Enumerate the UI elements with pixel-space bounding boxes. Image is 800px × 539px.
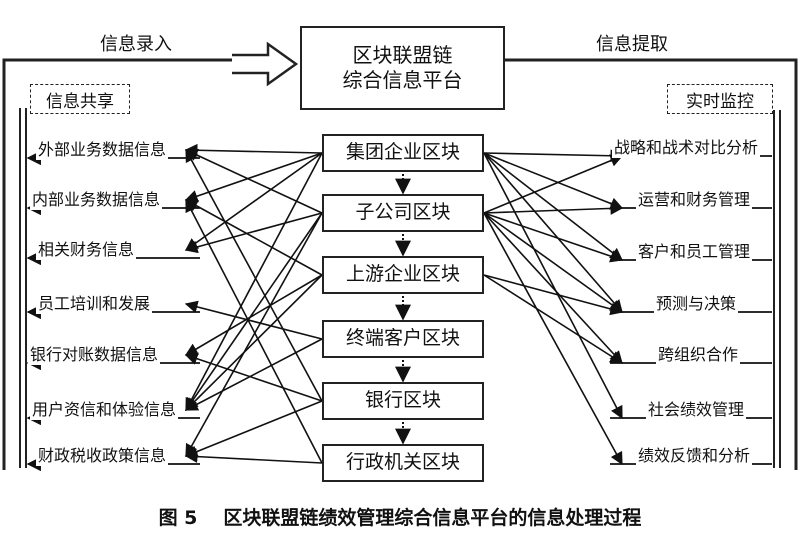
block-subsidiary: 子公司区块 — [322, 194, 484, 232]
right-item: 客户和员工管理 — [636, 238, 753, 262]
left-item: 员工培训和发展 — [36, 290, 153, 314]
block-to-monitor-arrow — [483, 202, 624, 215]
left-item: 银行对账数据信息 — [28, 341, 161, 365]
block-to-share-arrow — [184, 352, 323, 402]
block-to-share-arrow — [184, 152, 323, 251]
block-to-monitor-arrow — [483, 154, 624, 214]
left-item: 相关财务信息 — [36, 236, 137, 260]
block-to-monitor-arrow — [483, 152, 624, 261]
block-group: 集团企业区块 — [322, 134, 484, 172]
right-item: 战略和战术对比分析 — [612, 134, 761, 158]
block-to-share-arrow — [184, 450, 323, 464]
block-to-share-arrow — [184, 400, 323, 458]
info-share-title: 信息共享 — [30, 84, 130, 114]
block-to-share-arrow — [185, 274, 323, 411]
block-terminal: 终端客户区块 — [322, 320, 484, 358]
block-to-share-arrow — [184, 300, 323, 340]
block-to-monitor-arrow — [483, 149, 624, 163]
info-input-arrow — [232, 41, 299, 87]
left-outer-line — [2, 58, 232, 470]
left-item: 外部业务数据信息 — [36, 136, 169, 160]
block-to-share-arrow — [185, 198, 323, 464]
block-to-share-arrow — [184, 338, 323, 411]
figure-number: 图 5 — [158, 507, 198, 529]
block-to-monitor-arrow — [483, 152, 623, 313]
platform-line1: 区块联盟链 — [352, 43, 453, 67]
block-government: 行政机关区块 — [322, 444, 484, 482]
block-to-monitor-arrow — [483, 152, 624, 210]
block-to-monitor-arrow — [483, 212, 623, 466]
platform-line2: 综合信息平台 — [342, 68, 463, 92]
right-item: 跨组织合作 — [656, 341, 741, 365]
block-to-share-arrow — [185, 152, 323, 412]
figure-title: 区块联盟链绩效管理综合信息平台的信息处理过程 — [223, 507, 642, 529]
right-item: 预测与决策 — [654, 290, 739, 314]
left-item: 财政税收政策信息 — [36, 442, 169, 466]
figure-caption: 图 5 区块联盟链绩效管理综合信息平台的信息处理过程 — [0, 503, 800, 530]
block-to-share-arrow — [184, 143, 323, 157]
right-item: 社会绩效管理 — [646, 396, 747, 420]
right-item: 绩效反馈和分析 — [636, 442, 753, 466]
block-to-monitor-arrow — [483, 212, 624, 263]
block-bank: 银行区块 — [322, 382, 484, 420]
block-to-share-arrow — [184, 199, 323, 276]
info-input-label: 信息录入 — [100, 34, 172, 55]
block-to-monitor-arrow — [483, 152, 623, 420]
block-to-monitor-arrow — [483, 212, 623, 364]
info-output-label: 信息提取 — [596, 34, 668, 55]
block-to-share-arrow — [185, 148, 323, 402]
block-to-monitor-arrow — [483, 274, 624, 364]
block-to-share-arrow — [185, 212, 323, 458]
left-item: 用户资信和体验信息 — [30, 396, 179, 420]
realtime-monitor-title: 实时监控 — [667, 84, 773, 114]
platform-box: 区块联盟链 综合信息平台 — [300, 26, 505, 110]
left-item: 内部业务数据信息 — [30, 186, 163, 210]
right-item: 运营和财务管理 — [636, 186, 753, 210]
block-to-share-arrow — [184, 274, 323, 356]
block-to-monitor-arrow — [483, 274, 624, 316]
block-to-share-arrow — [185, 212, 323, 412]
right-outer-line — [505, 58, 798, 470]
block-to-share-arrow — [184, 149, 323, 214]
block-upstream: 上游企业区块 — [322, 256, 484, 294]
block-to-share-arrow — [184, 212, 323, 254]
block-to-monitor-arrow — [483, 212, 624, 313]
